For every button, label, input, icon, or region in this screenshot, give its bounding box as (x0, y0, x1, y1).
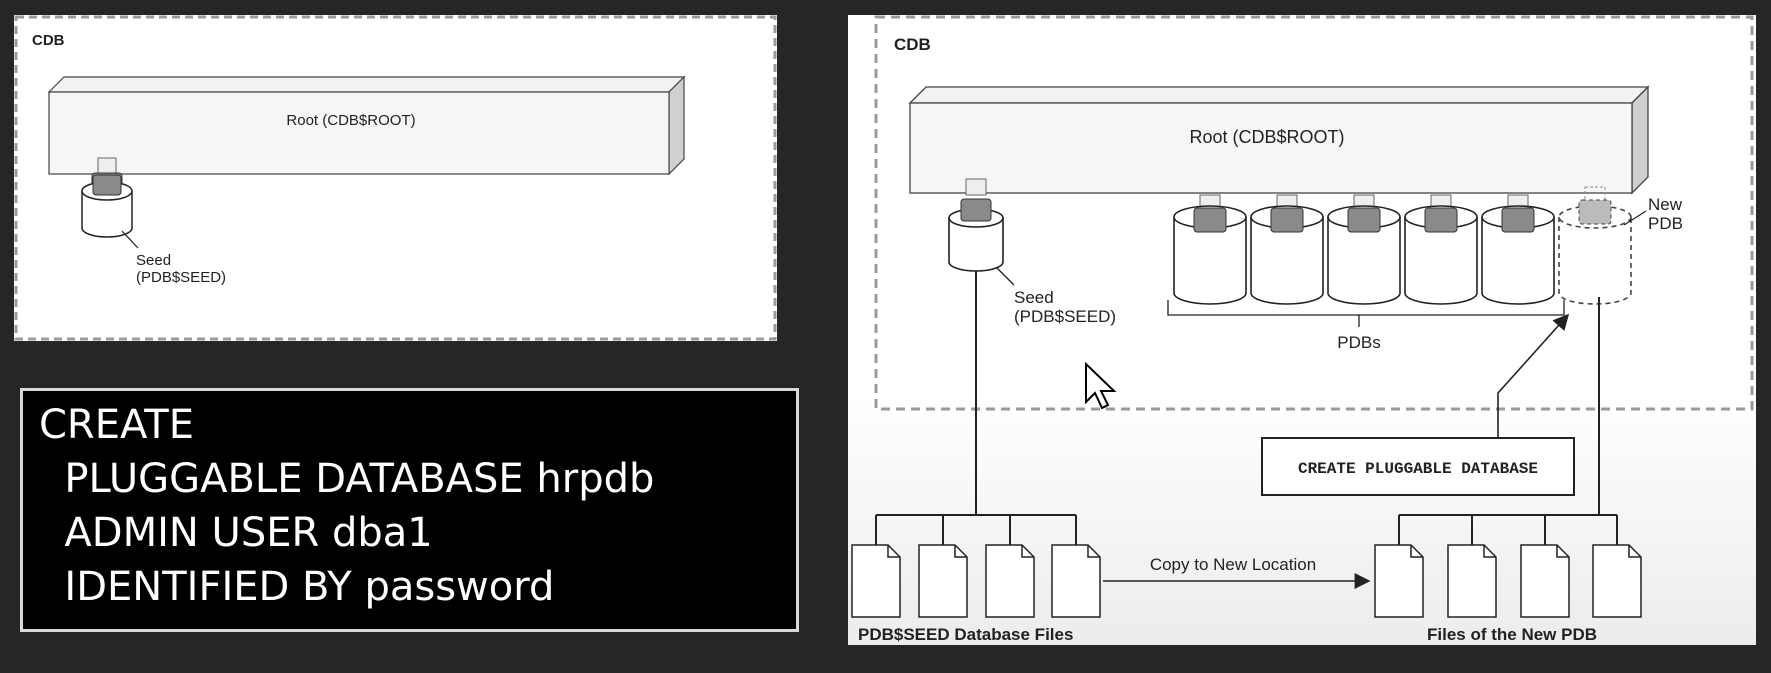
sql-line-2: PLUGGABLE DATABASE hrpdb (39, 456, 655, 502)
new-pdb-label-1: New (1648, 195, 1683, 214)
left-cdb-label: CDB (32, 32, 65, 49)
left-cdb-diagram: CDB Root (CDB$ROOT) Seed (PDB$SEED) (14, 15, 777, 341)
pdb-cylinder-1 (1173, 194, 1247, 305)
right-cdb-boundary (874, 15, 1754, 411)
right-seed-cylinder (948, 178, 1004, 272)
new-file-icons (1374, 544, 1642, 618)
create-command-box (1261, 437, 1575, 496)
sql-line-1: CREATE (39, 402, 194, 448)
right-cdb-label: CDB (894, 35, 931, 54)
left-seed-label-1: Seed (136, 252, 171, 269)
left-seed-label-2: (PDB$SEED) (136, 269, 226, 286)
pdbs-label: PDBs (1337, 333, 1380, 352)
pdb-cylinder-2 (1250, 194, 1324, 305)
mouse-cursor-icon (1085, 362, 1117, 410)
new-files-label: Files of the New PDB (1427, 625, 1597, 644)
left-root-container: Root (CDB$ROOT) (47, 75, 686, 176)
right-seed-label-2: (PDB$SEED) (1014, 307, 1116, 326)
left-root-label: Root (CDB$ROOT) (286, 112, 415, 129)
create-command-label: CREATE PLUGGABLE DATABASE (1298, 460, 1538, 478)
new-pdb-label-2: PDB (1648, 214, 1683, 233)
seed-file-icons (851, 544, 1101, 618)
pdb-cylinder-4 (1404, 194, 1478, 305)
sql-line-3: ADMIN USER dba1 (39, 510, 433, 556)
copy-label: Copy to New Location (1150, 555, 1316, 574)
right-seed-label-1: Seed (1014, 288, 1054, 307)
left-seed-cylinder (81, 157, 133, 238)
right-cdb-diagram-panel: CDB Root (CDB$ROOT) Seed (PDB$SEED) (848, 15, 1756, 645)
sql-statement-box: CREATE PLUGGABLE DATABASE hrpdb ADMIN US… (20, 388, 799, 632)
pdb-cylinder-5 (1481, 194, 1555, 305)
sql-line-4: IDENTIFIED BY password (39, 564, 555, 610)
right-cdb-diagram: CDB Root (CDB$ROOT) Seed (PDB$SEED) (848, 15, 1756, 645)
new-pdb-cylinder (1558, 186, 1632, 305)
right-root-label: Root (CDB$ROOT) (1189, 127, 1344, 147)
seed-files-label: PDB$SEED Database Files (858, 625, 1073, 644)
right-root-container: Root (CDB$ROOT) (908, 85, 1650, 195)
pdb-cylinder-3 (1327, 194, 1401, 305)
left-cdb-diagram-panel: CDB Root (CDB$ROOT) Seed (PDB$SEED) (14, 15, 777, 341)
left-cdb-boundary (14, 15, 777, 341)
